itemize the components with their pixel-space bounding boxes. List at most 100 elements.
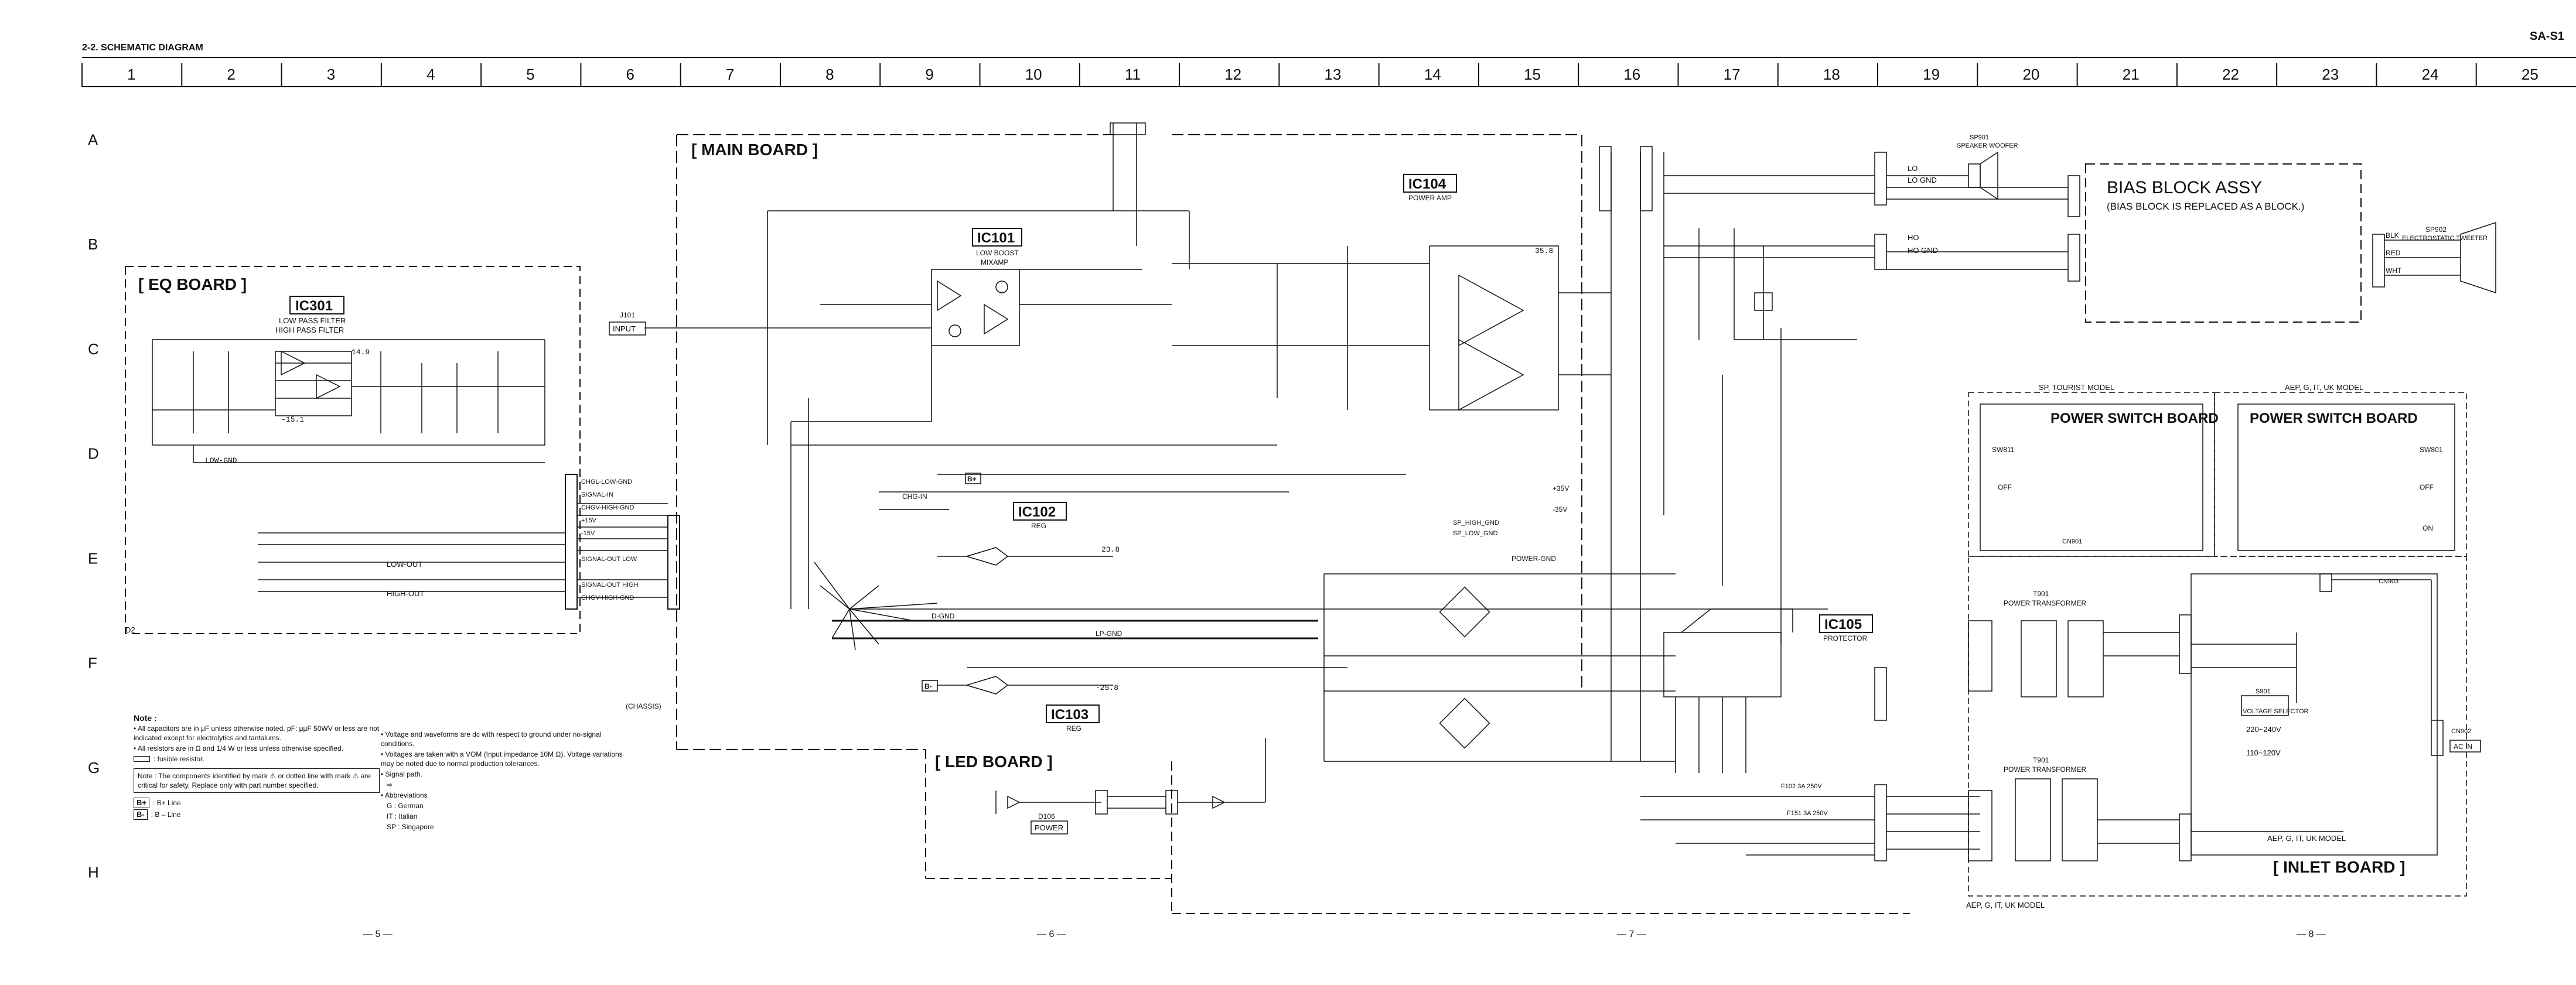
b-plus-box: B+ <box>134 798 149 808</box>
sw811-label: SW811 <box>1992 446 2015 454</box>
signal-path-arrow-icon: ⇨ <box>387 781 393 789</box>
column-label: 12 <box>1224 66 1241 83</box>
column-label: 13 <box>1325 66 1342 83</box>
notes-block-right: • Voltage and waveforms are dc with resp… <box>381 730 627 833</box>
on-label-1: ON <box>2423 524 2433 532</box>
d-gnd-label: D-GND <box>932 612 955 620</box>
row-label: A <box>88 131 98 148</box>
cn902-label: CN902 <box>2451 728 2471 735</box>
lp-gnd-label: LP-GND <box>1096 630 1122 638</box>
b-minus-box: B- <box>134 809 148 820</box>
aep-model-top: AEP, G, IT, UK MODEL <box>2285 383 2363 392</box>
page-numbers: — 5 —— 6 —— 7 —— 8 — <box>363 929 2326 939</box>
lo-gnd-label: LO GND <box>1908 176 1937 184</box>
note-abbr-sp: SP : Singapore <box>387 823 434 831</box>
ic301-desc1: LOW PASS FILTER <box>279 316 346 325</box>
j101-label: J101 <box>620 311 635 319</box>
ic103-label: IC103 <box>1051 707 1089 723</box>
power-led-label: POWER <box>1035 823 1063 832</box>
lo-label: LO <box>1908 164 1918 173</box>
column-label: 22 <box>2222 66 2239 83</box>
cn301-line-label: +15V <box>581 517 597 524</box>
svg-text:B-: B- <box>924 682 932 690</box>
cn301-line-label: CHGV-HIGH-GND <box>581 594 634 601</box>
eq-circuit <box>152 339 545 463</box>
power-transformer-1: POWER TRANSFORMER <box>2004 599 2086 607</box>
sp901-label: SP901 <box>1970 134 1989 141</box>
footer-code: D2 <box>125 625 135 634</box>
note-abbr-it: IT : Italian <box>387 812 418 820</box>
b-plus-text: : B+ Line <box>152 799 181 807</box>
svg-text:B+: B+ <box>967 475 977 483</box>
note-fusible-row: : fusible resistor. <box>134 754 380 764</box>
ic105-desc: PROTECTOR <box>1823 634 1867 642</box>
ic101-desc2: MIXAMP <box>981 258 1008 266</box>
column-label: 3 <box>327 66 335 83</box>
v258-label: -25.8 <box>1096 683 1118 692</box>
column-label: 19 <box>1923 66 1940 83</box>
sp901-desc: SPEAKER WOOFER <box>1957 142 2018 149</box>
input-jack-label: INPUT <box>613 324 636 333</box>
led-board-label: [ LED BOARD ] <box>935 753 1053 771</box>
wht-label: WHT <box>2386 266 2402 275</box>
column-label: 21 <box>2123 66 2140 83</box>
cn903-label: CN903 <box>2379 578 2398 585</box>
cn901-label: CN901 <box>2062 538 2082 545</box>
high-out-label: HIGH-OUT <box>387 589 424 598</box>
column-label: 18 <box>1823 66 1840 83</box>
page-number: — 8 — <box>2297 929 2326 939</box>
row-label: E <box>88 549 98 567</box>
b-plus-legend: B+ : B+ Line <box>134 798 380 808</box>
column-label: 9 <box>925 66 933 83</box>
v358-label: 35.8 <box>1535 247 1553 255</box>
eq-board <box>125 266 581 634</box>
page-number: — 5 — <box>363 929 393 939</box>
inlet-board-label: [ INLET BOARD ] <box>2273 858 2406 876</box>
cn301-connector <box>565 474 578 610</box>
note-vom: • Voltages are taken with a VOM (Input i… <box>381 750 623 768</box>
b-minus-legend: B- : B – Line <box>134 809 380 820</box>
ic301-desc2: HIGH PASS FILTER <box>275 326 344 334</box>
row-label: C <box>88 340 99 358</box>
blk-label: BLK <box>2386 231 2399 240</box>
eq-voltage-149: 14.9 <box>352 348 370 357</box>
column-label: 11 <box>1125 66 1141 83</box>
fusible-resistor-icon <box>134 756 150 762</box>
plus35v-label: +35V <box>1553 484 1569 493</box>
note-voltage: • Voltage and waveforms are dc with resp… <box>381 730 602 748</box>
power-switch-board-2: POWER SWITCH BOARD <box>2250 411 2418 426</box>
red-label: RED <box>2386 249 2401 257</box>
row-label: G <box>88 759 100 777</box>
sp-low-gnd-label: SP_LOW_GND <box>1453 530 1497 537</box>
t901-label-2: T901 <box>2033 756 2049 764</box>
ho-label: HO <box>1908 233 1919 242</box>
column-label: 7 <box>726 66 734 83</box>
t901-label-1: T901 <box>2033 590 2049 598</box>
note-fusible: : fusible resistor. <box>153 755 204 763</box>
power-gnd-label: POWER-GND <box>1512 555 1556 563</box>
off-label-2: OFF <box>2420 483 2434 491</box>
aep-model-bottom: AEP, G, IT, UK MODEL <box>2267 834 2346 843</box>
notes-title: Note : <box>134 713 157 723</box>
ic102-label: IC102 <box>1018 504 1056 520</box>
b-minus-text: : B – Line <box>151 810 181 819</box>
row-label: F <box>88 654 97 672</box>
f102-label: F102 3A 250V <box>1781 783 1822 790</box>
minus35v-label: -35V <box>1553 505 1567 514</box>
safety-note-box: Note : The components identified by mark… <box>134 768 380 793</box>
ch-gnd-label: CHG-IN <box>902 493 927 501</box>
sw801-label: SW801 <box>2420 446 2443 454</box>
v110-120-label: 110~120V <box>2246 748 2281 757</box>
ac-in-label: AC IN <box>2454 743 2472 751</box>
eq-voltage-151: -15.1 <box>281 415 304 424</box>
ic101-desc1: LOW BOOST <box>976 249 1019 257</box>
note-capacitors: • All capacitors are in μF unless otherw… <box>134 724 380 742</box>
column-label: 17 <box>1724 66 1741 83</box>
row-label: B <box>88 235 98 253</box>
off-label-1: OFF <box>1998 483 2012 491</box>
column-label: 23 <box>2322 66 2339 83</box>
column-label: 25 <box>2522 66 2539 83</box>
b-minus-tag: B- <box>922 680 938 692</box>
